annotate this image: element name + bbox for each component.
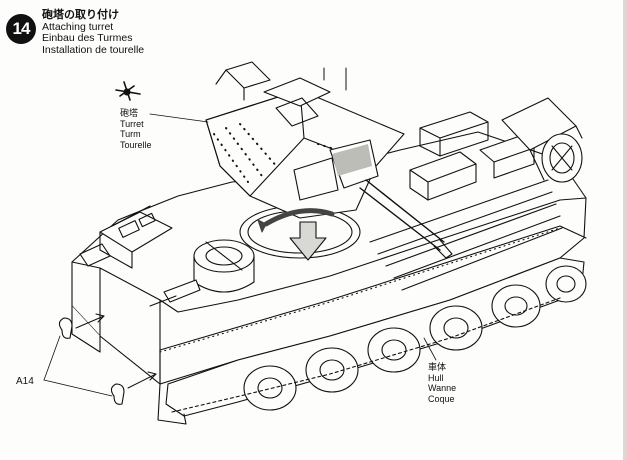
part-label-a14: A14: [16, 376, 34, 387]
turret-label-en: Turret: [120, 118, 144, 129]
tow-hook-upper: [58, 313, 105, 339]
hull-side-skirt: [159, 225, 587, 385]
step-title-en: Attaching turret: [42, 20, 114, 33]
hull-leader: [423, 337, 437, 361]
step-title-fr: Installation de tourelle: [42, 43, 145, 56]
turret-label-fr: Tourelle: [120, 139, 152, 150]
a14-leader-upper: [43, 335, 61, 381]
turret-leader: [149, 113, 209, 123]
rotate-arrow-icon: [257, 208, 335, 233]
a14-leader-lower: [43, 379, 113, 397]
step-title-de: Einbau des Turmes: [42, 32, 133, 44]
turret-label-de: Turm: [120, 129, 141, 139]
hull-label-en: Hull: [428, 372, 444, 383]
turret: [205, 61, 453, 259]
hull-deck: [71, 111, 587, 385]
hull-label-de: Wanne: [428, 383, 457, 393]
hull-label-fr: Coque: [428, 393, 455, 404]
front-mudguard: [71, 305, 187, 425]
page-edge: [623, 0, 627, 460]
hull-label-jp: 車体: [428, 362, 447, 372]
hull-front: [79, 205, 173, 269]
turret-label: 砲塔 Turret Turm Tourelle: [120, 108, 152, 150]
down-arrow-icon: [289, 221, 327, 261]
step-number: 14: [12, 19, 31, 38]
cement-tube-icon: [115, 81, 141, 101]
step-title-jp: 砲塔の取り付け: [42, 9, 119, 21]
turret-label-jp: 砲塔: [120, 108, 139, 118]
step-number-badge: 14: [6, 14, 36, 44]
rear-drum: [501, 97, 583, 183]
hull-machine-gun: [149, 279, 201, 307]
tow-hook-lower: [110, 371, 157, 405]
step-title: 砲塔の取り付け Attaching turret Einbau des Turm…: [42, 9, 145, 56]
road-wheels: [165, 257, 587, 417]
driver-hatch: [193, 239, 255, 293]
hull-label: 車体 Hull Wanne Coque: [428, 362, 456, 404]
